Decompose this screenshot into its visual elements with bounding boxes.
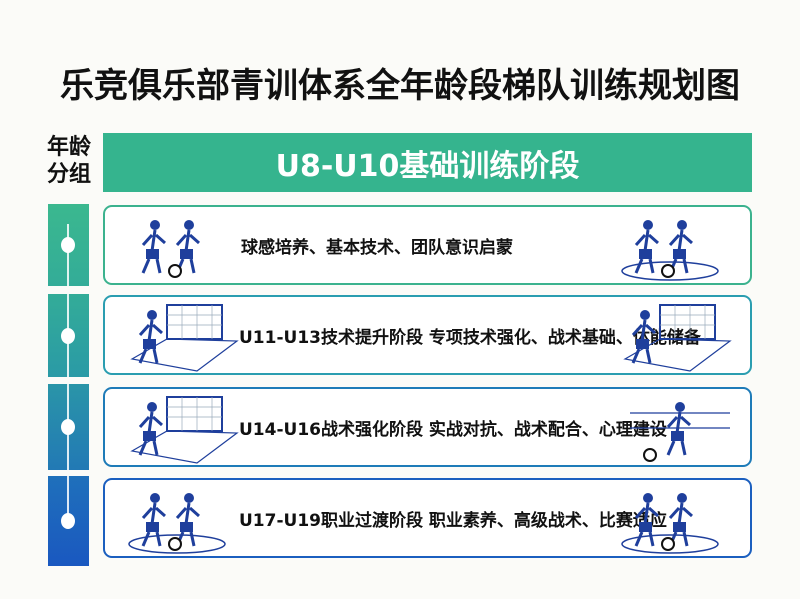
timeline-segment	[48, 294, 89, 377]
timeline-dot	[61, 513, 75, 529]
age-group-label: 年龄分组	[46, 135, 91, 187]
timeline-segment	[48, 384, 89, 470]
stage-text: U14-U16战术强化阶段 实战对抗、战术配合、心理建设	[239, 419, 667, 440]
player-net-icon	[623, 304, 732, 372]
stage-text: 球感培养、基本技术、团队意识启蒙	[241, 237, 513, 258]
timeline-dot	[61, 419, 75, 435]
stage-card: U14-U16战术强化阶段 实战对抗、战术配合、心理建设	[103, 387, 752, 467]
stage-text: U17-U19职业过渡阶段 职业素养、高级战术、比赛适应	[239, 510, 667, 531]
two-players-field-icon	[621, 493, 719, 554]
two-players-field-icon	[128, 493, 226, 554]
goalkeeper-goal-icon	[130, 396, 239, 464]
timeline-dot	[61, 237, 75, 253]
two-players-field-icon	[621, 220, 719, 281]
timeline-dot	[61, 327, 75, 344]
page-title: 乐竞俱乐部青训体系全年龄段梯队训练规划图	[60, 66, 740, 106]
stage-card: U11-U13技术提升阶段 专项技术强化、战术基础、体能储备	[103, 295, 752, 375]
timeline-segment	[48, 204, 89, 286]
stage-header: U8-U10基础训练阶段	[103, 133, 752, 192]
player-kick-icon	[630, 402, 730, 462]
two-players-ball-icon	[141, 220, 200, 278]
timeline-segment	[48, 476, 89, 566]
stage-text: U11-U13技术提升阶段 专项技术强化、战术基础、体能储备	[239, 327, 701, 348]
stage-card: 球感培养、基本技术、团队意识启蒙	[103, 205, 752, 285]
stage-card: U17-U19职业过渡阶段 职业素养、高级战术、比赛适应	[103, 478, 752, 558]
player-goal-icon	[130, 304, 239, 372]
